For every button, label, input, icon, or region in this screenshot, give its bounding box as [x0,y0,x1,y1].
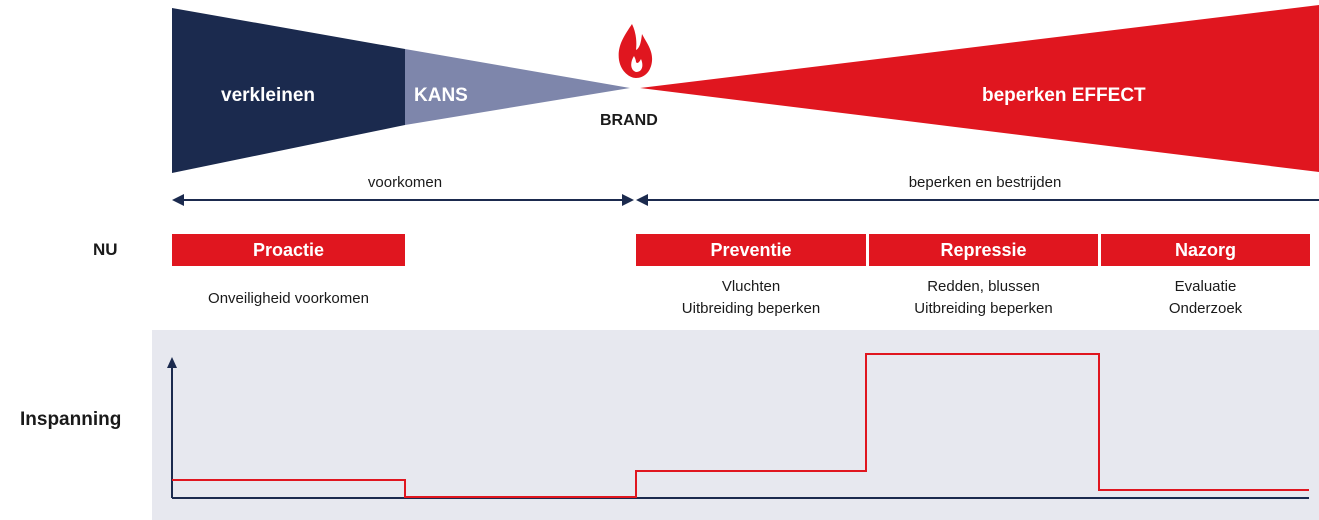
phase-desc-preventie: Vluchten Uitbreiding beperken [636,276,866,320]
phase-repressie: Repressie [869,234,1098,266]
effect-label: beperken EFFECT [982,85,1146,106]
effort-axes [167,357,1309,499]
flame-icon [618,24,653,78]
phase-desc-repressie: Redden, blussen Uitbreiding beperken [869,276,1098,320]
phase-desc-proactie: Onveiligheid voorkomen [172,288,405,310]
phase-desc-line: Onderzoek [1168,300,1243,317]
effect-wedge [640,5,1319,172]
now-label: NU [93,240,118,259]
phase-nazorg: Nazorg [1101,234,1310,266]
phase-desc-nazorg: Evaluatie Onderzoek [1101,276,1310,320]
phase-desc-line: Onveiligheid voorkomen [208,290,369,307]
chance-label: KANS [414,85,468,106]
phase-desc-line: Evaluatie [1174,278,1237,295]
chance-wedge [405,49,630,125]
phase-desc-line: Redden, blussen [927,278,1040,295]
limit-fight-label: beperken en bestrijden [908,174,1062,191]
phase-preventie: Preventie [636,234,866,266]
prevent-label: voorkomen [367,174,443,191]
effort-label: Inspanning [20,409,122,430]
prevent-arrow [172,194,634,206]
fire-label: BRAND [600,112,658,129]
reduce-label: verkleinen [221,85,315,106]
phase-proactie: Proactie [172,234,405,266]
effort-panel [152,330,1319,520]
limit-fight-arrow [636,194,1319,206]
phase-desc-line: Vluchten [721,278,781,295]
phase-desc-line: Uitbreiding beperken [681,300,821,317]
reduce-wedge [172,8,405,173]
effort-line [172,353,1309,498]
phase-desc-line: Uitbreiding beperken [914,300,1053,317]
